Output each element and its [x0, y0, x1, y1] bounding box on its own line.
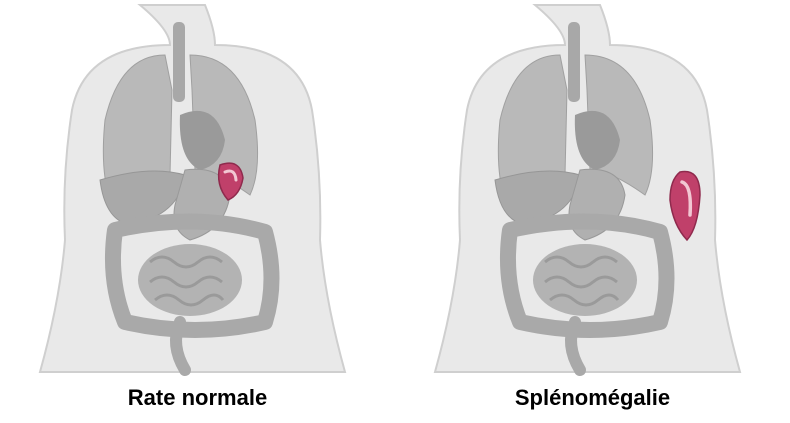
caption-rate-normale: Rate normale	[0, 385, 395, 411]
panel-normal-spleen: Rate normale	[0, 0, 395, 423]
torso-illustration-splenomegaly	[395, 0, 790, 423]
torso-illustration-normal	[0, 0, 395, 423]
trachea	[173, 22, 185, 102]
trachea	[568, 22, 580, 102]
caption-splenomegalie: Splénomégalie	[395, 385, 790, 411]
panel-splenomegaly: Splénomégalie	[395, 0, 790, 423]
